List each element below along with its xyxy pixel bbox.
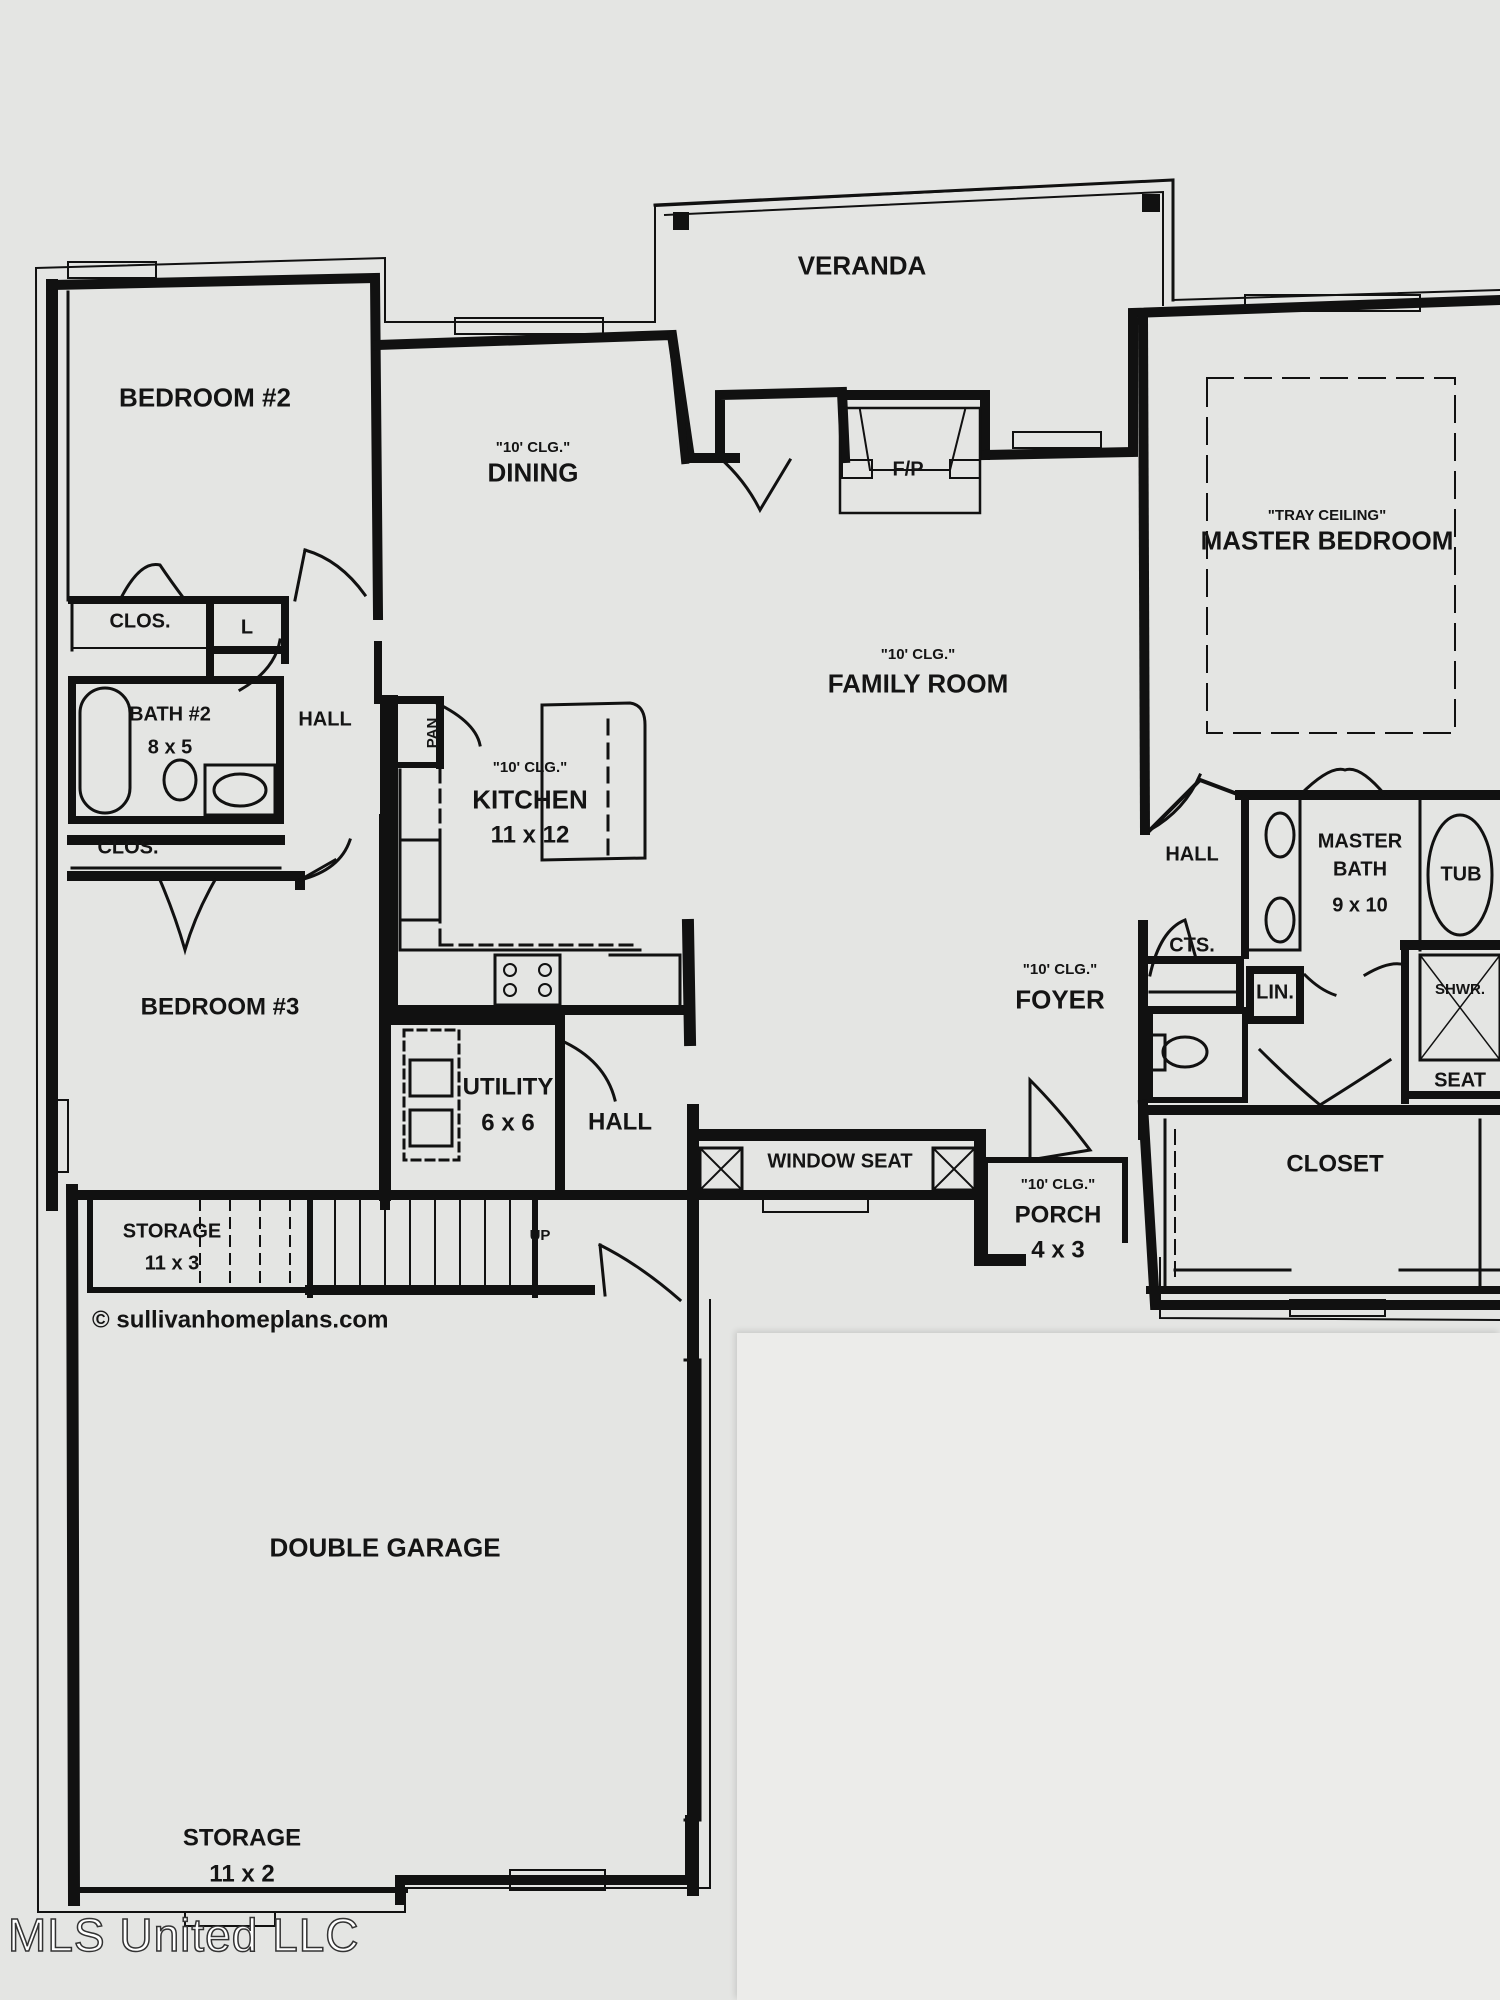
dining-label: DINING — [487, 457, 579, 488]
veranda-outline — [653, 178, 1175, 302]
closet-label: CLOSET — [1286, 1150, 1384, 1178]
dining-ceiling-note: "10' CLG." — [495, 439, 571, 457]
veranda-label: VERANDA — [797, 250, 927, 281]
foyer-label: FOYER — [1015, 984, 1105, 1015]
master-bath-label: MASTER — [1317, 830, 1403, 853]
kitchen-island — [540, 701, 647, 862]
stairs-up-label: UP — [529, 1227, 551, 1245]
tub-label: TUB — [1440, 863, 1482, 886]
storage-top-size: 11 x 3 — [144, 1252, 200, 1275]
fireplace-label: F/P — [892, 458, 924, 481]
master-bath-label-2: BATH — [1332, 858, 1388, 881]
hall-right-label: HALL — [1165, 843, 1219, 866]
pantry-label: PAN — [424, 717, 442, 749]
linen-closet-label: LIN. — [1256, 981, 1294, 1004]
hall-center-label: HALL — [588, 1108, 652, 1136]
porch-label: PORCH — [1014, 1201, 1102, 1229]
closet-upper-label: CLOS. — [109, 610, 171, 633]
master-bedroom-label: MASTER BEDROOM — [1200, 525, 1454, 556]
family-room-label: FAMILY ROOM — [827, 668, 1009, 699]
bath2-label: BATH #2 — [129, 703, 211, 726]
exterior-wall-west-garage — [65, 1183, 81, 1907]
mls-watermark: MLS United LLC — [7, 1908, 360, 1962]
bedroom2-label: BEDROOM #2 — [119, 382, 291, 413]
storage-bottom-size: 11 x 2 — [209, 1860, 275, 1888]
cts-label: CTS. — [1169, 934, 1215, 957]
master-ceiling-note: "TRAY CEILING" — [1267, 507, 1387, 525]
page-number: 59 — [0, 1088, 4, 1122]
utility-label: UTILITY — [462, 1073, 554, 1101]
utility-size: 6 x 6 — [481, 1109, 535, 1137]
closet-lower-label: CLOS. — [97, 836, 159, 859]
seat-label: SEAT — [1434, 1069, 1486, 1092]
porch-size: 4 x 3 — [1031, 1236, 1085, 1264]
master-bath-size: 9 x 10 — [1332, 894, 1388, 917]
copyright-text: © sullivanhomeplans.com — [92, 1306, 389, 1334]
bath2-size: 8 x 5 — [147, 736, 193, 759]
garage-label: DOUBLE GARAGE — [269, 1532, 501, 1563]
shower-label: SHWR. — [1435, 981, 1485, 999]
kitchen-label: KITCHEN — [472, 784, 588, 815]
foyer-ceiling-note: "10' CLG." — [1022, 961, 1098, 979]
storage-top-label: STORAGE — [122, 1220, 222, 1243]
linen-label: L — [240, 616, 254, 639]
bedroom3-label: BEDROOM #3 — [140, 993, 300, 1021]
outer-outline — [34, 178, 1500, 323]
storage-bottom-label: STORAGE — [182, 1824, 302, 1852]
family-ceiling-note: "10' CLG." — [880, 646, 956, 664]
kitchen-size: 11 x 12 — [490, 821, 570, 849]
tray-ceiling-outline — [1206, 377, 1456, 734]
overlapping-paper-sheet — [737, 1333, 1500, 2000]
exterior-wall-east — [1137, 314, 1151, 836]
hall-left-label: HALL — [298, 708, 352, 731]
window-seat-label: WINDOW SEAT — [767, 1150, 913, 1173]
kitchen-ceiling-note: "10' CLG." — [492, 759, 568, 777]
porch-ceiling-note: "10' CLG." — [1020, 1176, 1096, 1194]
